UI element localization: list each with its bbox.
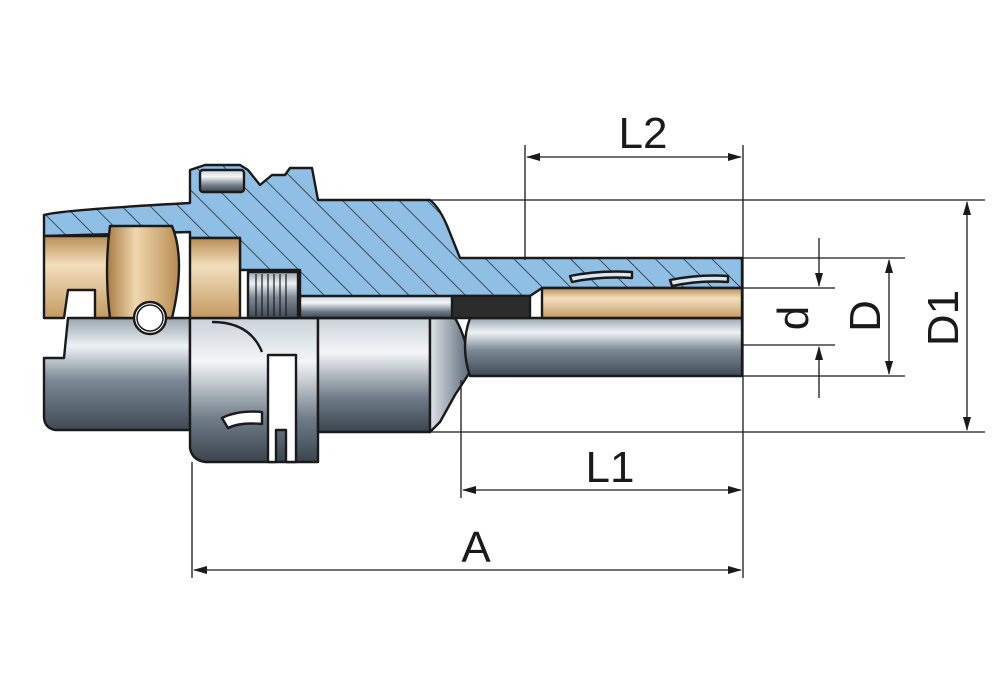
tool-shank	[463, 316, 744, 378]
taper-lower	[428, 316, 472, 434]
brass-insert-tip	[540, 286, 744, 320]
body-lower	[316, 316, 432, 434]
inner-bore	[298, 294, 457, 320]
brass-piston	[105, 224, 181, 320]
label-A: A	[461, 523, 491, 572]
brass-bore-left	[42, 234, 112, 320]
label-d: d	[769, 306, 818, 330]
dimension-labels: L2 L1 A d D D1	[461, 109, 968, 572]
drive-key	[198, 168, 246, 194]
label-D1: D1	[919, 290, 968, 346]
label-D: D	[841, 300, 890, 332]
label-L1: L1	[586, 443, 635, 492]
flange-relief	[211, 320, 264, 353]
coolant-slot-2	[668, 274, 730, 288]
cross-hole-inner	[136, 304, 164, 332]
label-L2: L2	[619, 109, 668, 158]
thread-lines	[255, 274, 287, 316]
knurl-segment	[450, 294, 532, 320]
flange-hook	[220, 410, 264, 430]
hsk-shank-lower	[42, 316, 192, 432]
coolant-slot-1	[568, 270, 634, 284]
flange-slot	[266, 353, 298, 464]
brass-ring	[188, 236, 242, 320]
dimension-lines	[191, 145, 985, 578]
tool-holder-body	[42, 163, 744, 464]
